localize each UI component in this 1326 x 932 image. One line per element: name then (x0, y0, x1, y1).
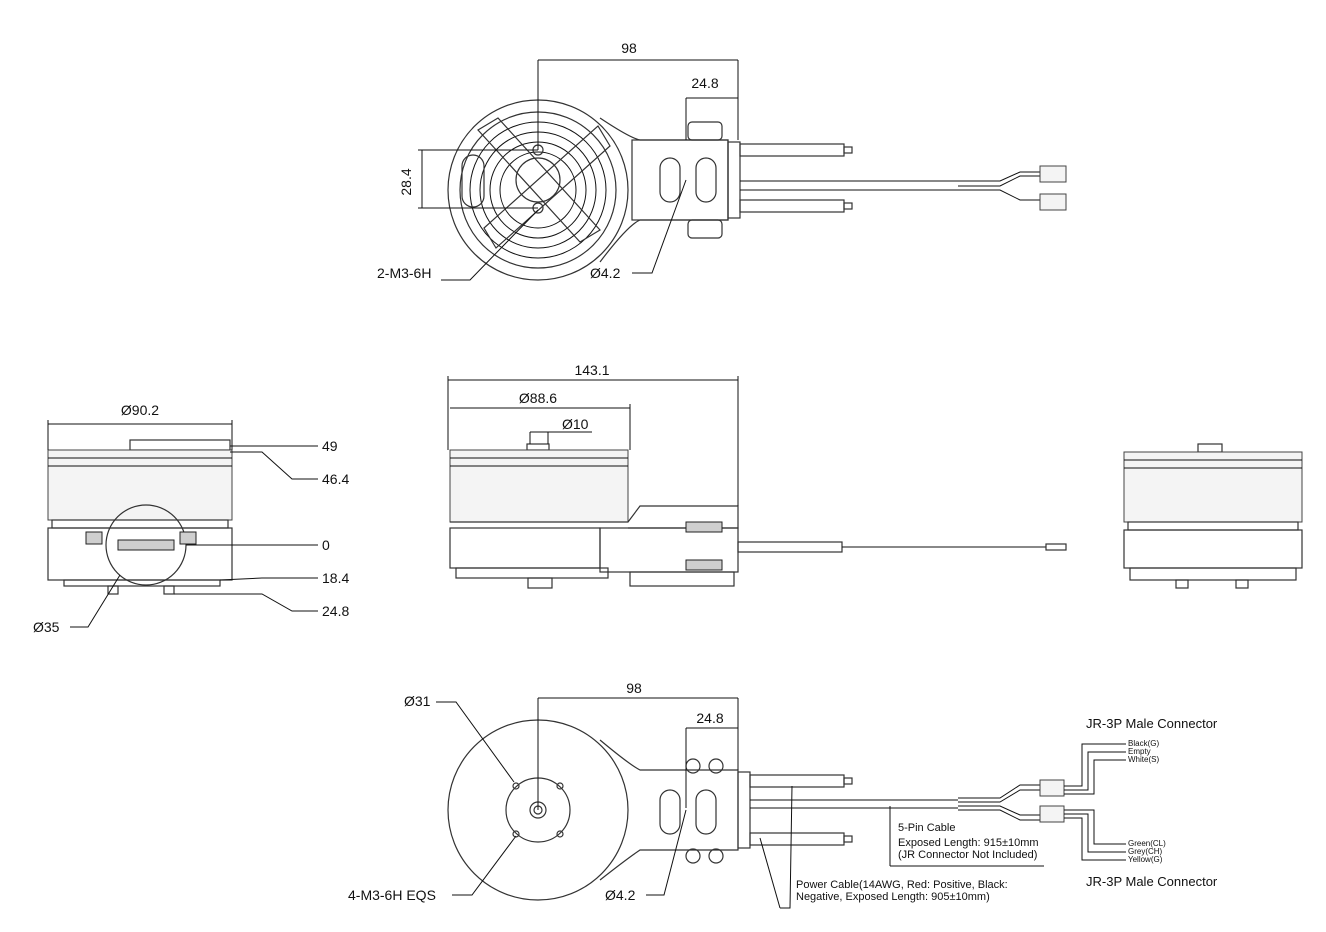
top-dim-28-4: 28.4 (398, 168, 414, 195)
side-view-right (1123, 443, 1303, 589)
top-view: 98 24.8 28.4 2-M3-6H Ø4.2 (377, 40, 1067, 281)
left-callout-diameter: Ø35 (33, 619, 60, 635)
mid-dim-body: Ø88.6 (519, 390, 557, 406)
left-dim-diameter: Ø90.2 (121, 402, 159, 418)
wire-label-top-1: Black(G) (1128, 739, 1159, 748)
mid-dim-total: 143.1 (574, 362, 609, 378)
cable-length: Exposed Length: 915±10mm (898, 837, 1039, 849)
bottom-callout-holes: 4-M3-6H EQS (348, 887, 436, 903)
top-callout-holes: 2-M3-6H (377, 265, 431, 281)
wire-label-bottom-2: Grey(CH) (1128, 847, 1163, 856)
power-cable-line2: Negative, Exposed Length: 905±10mm) (796, 891, 990, 903)
top-dim-98: 98 (621, 40, 637, 56)
side-left-motor (47, 439, 233, 595)
bottom-dim-98: 98 (626, 680, 642, 696)
wire-label-bottom-1: Green(CL) (1128, 839, 1166, 848)
left-dim-49: 49 (322, 438, 338, 454)
mid-dim-shaft: Ø10 (562, 416, 589, 432)
bottom-view-dimensions (436, 697, 1044, 909)
bottom-view: Ø31 98 24.8 4-M3-6H EQS Ø4.2 5-Pin Cable… (348, 680, 1218, 909)
bottom-view-motor (447, 719, 1126, 901)
top-callout-bore: Ø4.2 (590, 265, 621, 281)
wire-label-top-3: White(S) (1128, 755, 1159, 764)
left-dim-24-8: 24.8 (322, 603, 349, 619)
jr-connector-top: JR-3P Male Connector (1086, 716, 1218, 731)
top-view-dimensions (418, 59, 739, 281)
left-dim-18-4: 18.4 (322, 570, 349, 586)
power-cable-line1: Power Cable(14AWG, Red: Positive, Black: (796, 879, 1008, 891)
bottom-callout-pcd: Ø31 (404, 693, 431, 709)
left-dim-46-4: 46.4 (322, 471, 349, 487)
side-view-left: Ø90.2 49 46.4 0 18.4 24.8 Ø35 (33, 402, 349, 635)
left-dim-0: 0 (322, 537, 330, 553)
side-mid-dimensions (447, 376, 739, 506)
wire-label-bottom-3: Yellow(G) (1128, 855, 1163, 864)
top-view-motor (447, 99, 1067, 281)
cable-title: 5-Pin Cable (898, 822, 955, 834)
wire-label-top-2: Empty (1128, 747, 1151, 756)
side-left-dimensions (47, 420, 318, 628)
cable-note: (JR Connector Not Included) (898, 849, 1037, 861)
bottom-dim-24-8: 24.8 (696, 710, 723, 726)
bottom-callout-bore: Ø4.2 (605, 887, 636, 903)
jr-connector-bottom: JR-3P Male Connector (1086, 874, 1218, 889)
top-dim-24-8: 24.8 (691, 75, 718, 91)
side-view-middle: 143.1 Ø88.6 Ø10 (447, 362, 1067, 589)
side-mid-motor (449, 443, 1067, 589)
